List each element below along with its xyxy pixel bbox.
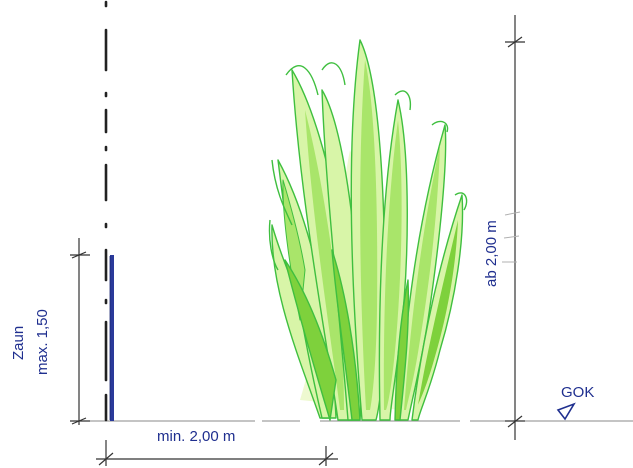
fence-height-dimension	[70, 238, 90, 425]
plant-illustration	[268, 39, 468, 421]
plant-height-dimension	[505, 15, 525, 440]
fence-label-word: Zaun	[10, 326, 27, 360]
ground-level-label: GOK	[561, 384, 594, 401]
ground-level-marker	[556, 402, 576, 421]
min-distance-label: min. 2,00 m	[157, 428, 235, 445]
pencil-marks	[502, 211, 521, 263]
plant-height-label: ab 2,00 m	[483, 220, 500, 287]
distance-dimension	[96, 440, 338, 466]
fence-height-label: max. 1,50	[34, 309, 51, 375]
fence-bar	[109, 255, 114, 421]
